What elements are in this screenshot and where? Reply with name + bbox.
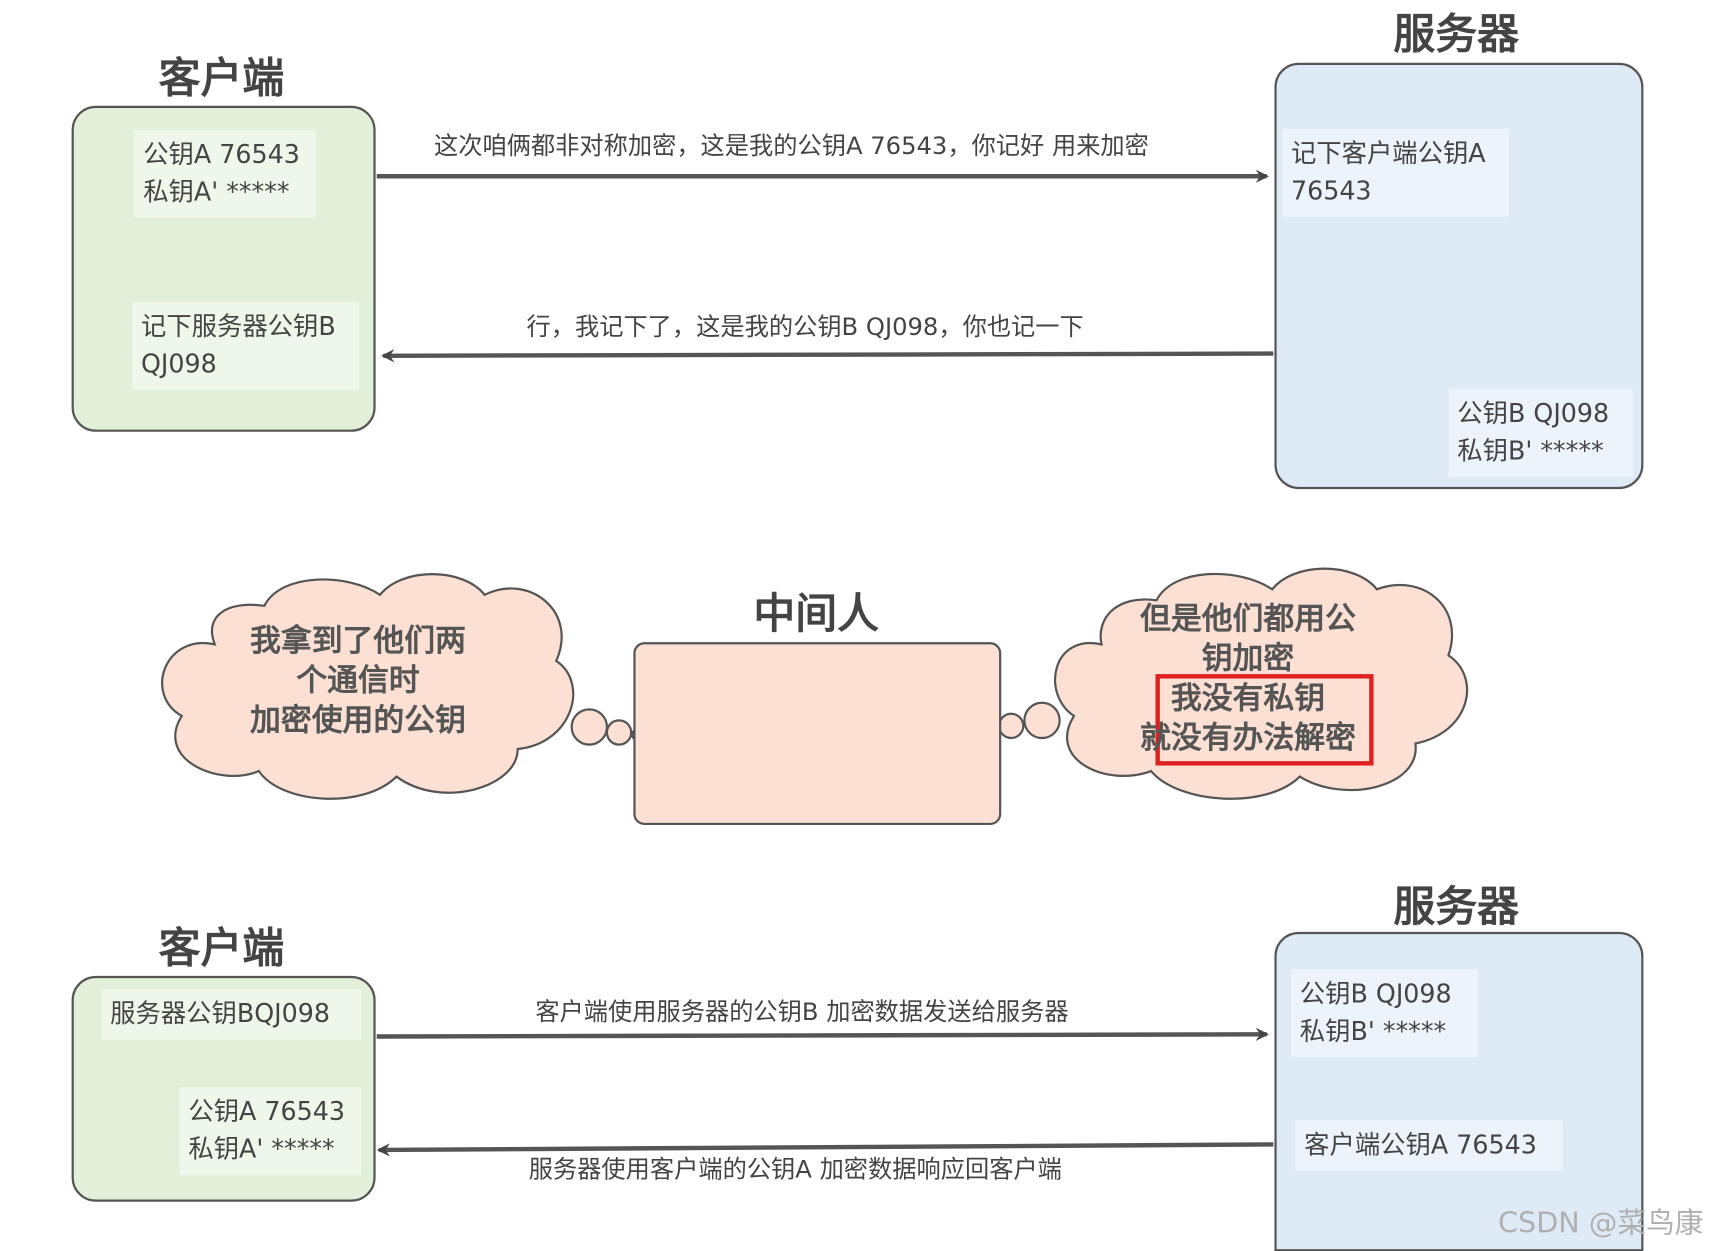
left-thought-text: 我拿到了他们两 个通信时 加密使用的公钥 — [216, 621, 500, 740]
right-thought-line4: 就没有办法解密 — [1140, 719, 1356, 756]
bottom-client-keys: 公钥A 76543 私钥A' ***** — [179, 1087, 362, 1176]
right-thought-line1: 但是他们都用公 — [1140, 600, 1356, 637]
top-client-note-line1: 记下服务器公钥B — [140, 312, 336, 342]
middle-man-box — [633, 642, 1002, 826]
highlight-box — [1155, 674, 1374, 766]
top-client-box — [71, 105, 376, 432]
bottom-client-title: 客户端 — [158, 924, 285, 973]
top-client-public-key: 公钥A 76543 — [143, 140, 300, 170]
top-client-note-line2: QJ098 — [140, 350, 217, 379]
left-bubble-large — [570, 708, 609, 746]
top-server-private-key: 私钥B' ***** — [1457, 437, 1604, 466]
right-bubble-large — [1023, 701, 1061, 740]
top-server-note-line1: 记下客户端公钥A — [1290, 139, 1486, 169]
right-thought-line2: 钥加密 — [1201, 639, 1295, 677]
bottom-server-keys: 公钥B QJ098 私钥B' ***** — [1290, 969, 1479, 1058]
bottom-message-to-client: 服务器使用客户端的公钥A 加密数据响应回客户端 — [522, 1153, 1069, 1189]
top-client-private-key: 私钥A' ***** — [143, 178, 290, 208]
top-server-box — [1274, 62, 1644, 490]
top-server-title: 服务器 — [1393, 9, 1519, 59]
bottom-server-public-key: 公钥B QJ098 — [1299, 980, 1452, 1009]
top-server-note: 记下客户端公钥A 76543 — [1282, 128, 1510, 217]
bottom-client-box — [71, 975, 376, 1202]
top-message-to-client: 行，我记下了，这是我的公钥B QJ098，你也记一下 — [519, 310, 1091, 346]
right-bubble-medium — [997, 712, 1025, 740]
left-thought-line3: 加密使用的公钥 — [250, 701, 466, 739]
top-server-keys: 公钥B QJ098 私钥B' ***** — [1448, 388, 1634, 477]
right-thought-text: 但是他们都用公 钥加密 我没有私钥 就没有办法解密 — [1102, 599, 1395, 758]
bottom-server-note: 客户端公钥A 76543 — [1295, 1120, 1564, 1171]
bottom-server-private-key: 私钥B' ***** — [1299, 1017, 1447, 1047]
middle-title: 中间人 — [753, 589, 880, 638]
bottom-client-note-line1: 服务器公钥BQJ098 — [110, 1000, 330, 1029]
bottom-server-title: 服务器 — [1393, 882, 1519, 931]
left-thought-cloud — [161, 573, 575, 800]
watermark: CSDN @菜鸟康 — [1498, 1207, 1704, 1241]
right-thought-line3: 我没有私钥 — [1170, 679, 1326, 716]
top-client-note: 记下服务器公钥B QJ098 — [132, 301, 360, 390]
bottom-client-private-key: 私钥A' ***** — [188, 1135, 335, 1165]
bottom-client-note: 服务器公钥BQJ098 — [101, 989, 362, 1040]
top-client-keys: 公钥A 76543 私钥A' ***** — [134, 129, 317, 219]
bottom-message-to-server: 客户端使用服务器的公钥B 加密数据发送给服务器 — [528, 995, 1076, 1032]
left-thought-line1: 我拿到了他们两 — [250, 622, 466, 659]
bottom-server-box — [1274, 931, 1644, 1251]
top-server-public-key: 公钥B QJ098 — [1457, 399, 1610, 429]
bottom-server-note-line1: 客户端公钥A 76543 — [1304, 1131, 1537, 1160]
top-client-title: 客户端 — [158, 53, 285, 103]
arrow-top-server-to-client — [381, 349, 1274, 363]
arrow-bottom-client-to-server — [376, 1027, 1269, 1041]
left-bubble-medium — [605, 719, 633, 746]
arrow-bottom-server-to-client — [376, 1142, 1274, 1157]
left-thought-line2: 个通信时 — [296, 662, 420, 699]
top-server-note-line2: 76543 — [1290, 177, 1372, 206]
top-message-to-server: 这次咱俩都非对称加密，这是我的公钥A 76543，你记好 用来加密 — [427, 129, 1156, 166]
bottom-client-public-key: 公钥A 76543 — [188, 1098, 346, 1127]
